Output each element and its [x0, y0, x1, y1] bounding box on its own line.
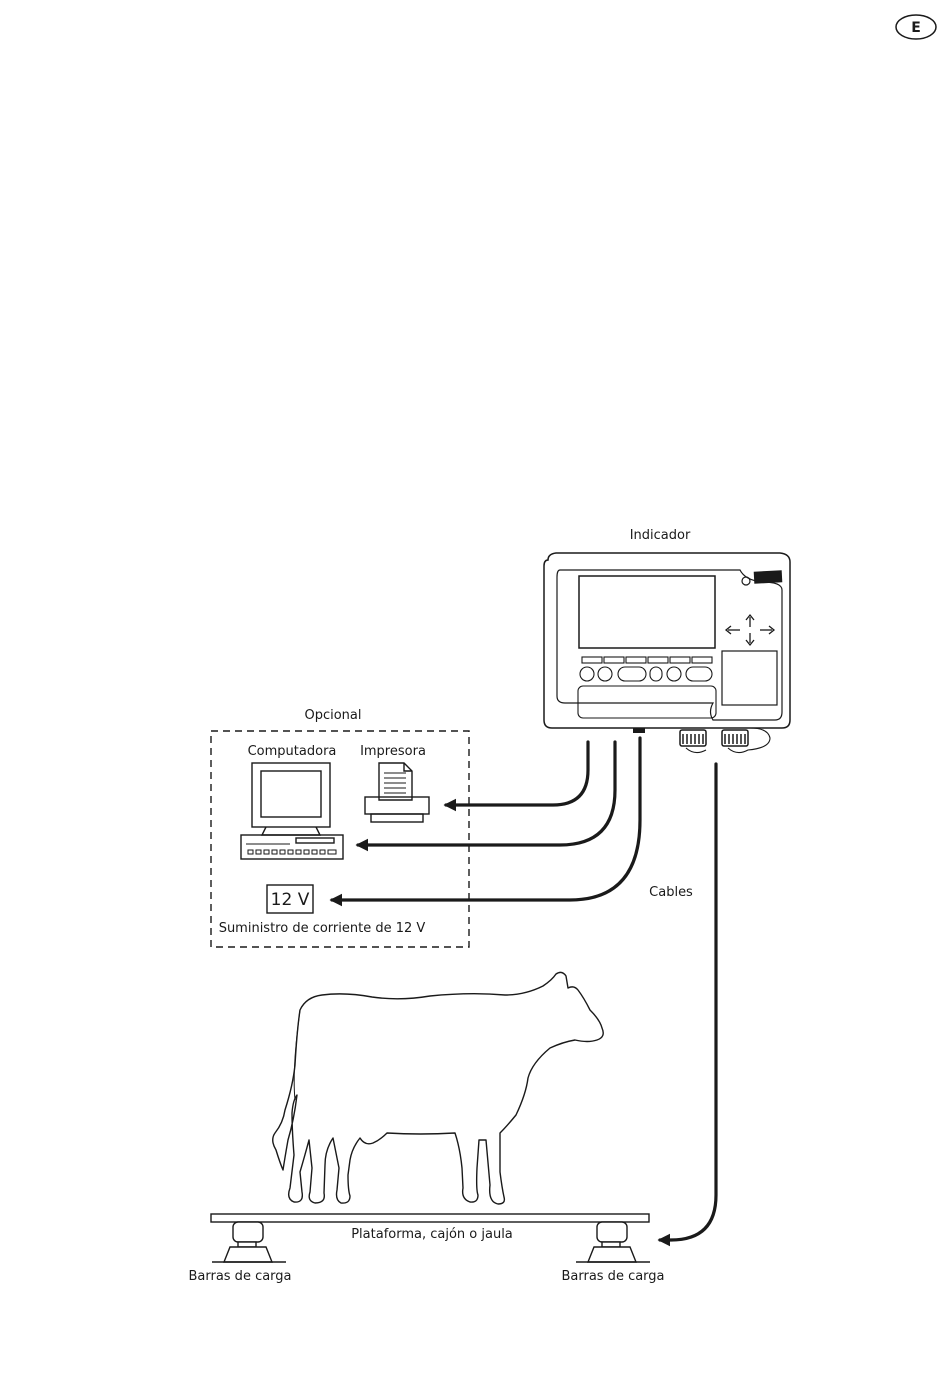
indicator-label: Indicador: [630, 528, 691, 543]
load-bar-cable: [660, 764, 716, 1240]
optional-label: Opcional: [304, 708, 361, 723]
language-badge: E: [896, 15, 936, 39]
power-supply-label: Suministro de corriente de 12 V: [219, 921, 426, 936]
platform: [211, 1214, 649, 1222]
power-cable: [332, 738, 640, 900]
printer-cable: [446, 742, 588, 805]
load-bar-icon: [212, 1222, 286, 1262]
computer-icon: [241, 763, 343, 859]
load-bar-icon: [576, 1222, 650, 1262]
cow-tail-line: [294, 1010, 300, 1100]
load-bar-left-label: Barras de carga: [188, 1269, 291, 1284]
language-badge-label: E: [911, 20, 921, 36]
printer-label: Impresora: [360, 744, 426, 759]
cables-label: Cables: [649, 885, 693, 900]
cable-lines: [332, 738, 716, 1240]
load-bar-right-label: Barras de carga: [561, 1269, 664, 1284]
cow-icon: [273, 972, 604, 1204]
optional-group-box: [211, 731, 469, 947]
printer-icon: [365, 763, 429, 822]
computer-label: Computadora: [248, 744, 337, 759]
power-supply-box: 12 V: [267, 885, 313, 913]
platform-label: Plataforma, cajón o jaula: [351, 1227, 513, 1242]
weighing-indicator-icon: [544, 553, 790, 753]
voltage-label: 12 V: [271, 890, 310, 910]
